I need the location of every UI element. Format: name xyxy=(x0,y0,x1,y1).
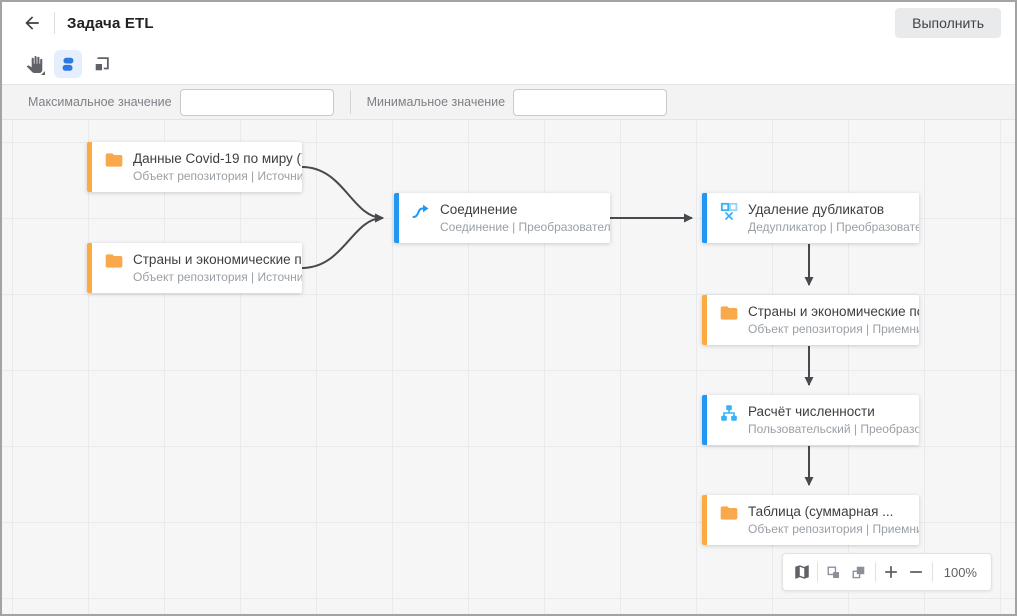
zoom-level[interactable]: 100% xyxy=(943,564,977,580)
node-accent-stripe xyxy=(702,193,707,243)
zoom-control-bar: 100% xyxy=(782,553,992,591)
nodes-icon xyxy=(62,57,74,71)
node-title: Таблица (суммарная ... xyxy=(748,504,894,519)
fit-screen-icon xyxy=(95,57,109,71)
arrow-left-icon xyxy=(25,16,39,30)
canvas-toolbar xyxy=(2,44,1015,84)
join-icon xyxy=(412,204,429,218)
flow-canvas[interactable]: Данные Covid-19 по миру (Yan... Объект р… xyxy=(2,120,1015,614)
minimap-button[interactable] xyxy=(789,558,814,586)
node-source-covid[interactable]: Данные Covid-19 по миру (Yan... Объект р… xyxy=(87,142,302,192)
run-button[interactable]: Выполнить xyxy=(895,8,1001,38)
flip-to-back-icon xyxy=(827,566,840,578)
node-accent-stripe xyxy=(394,193,399,243)
node-subtitle: Объект репозитория | Приемник xyxy=(748,522,919,536)
dropdown-caret-icon xyxy=(41,71,45,75)
node-title: Соединение xyxy=(440,202,518,217)
map-icon xyxy=(794,565,809,579)
node-accent-stripe xyxy=(702,495,707,545)
edge-source2-join xyxy=(301,213,384,269)
filter-divider xyxy=(349,90,351,114)
nodes-select-tool-button[interactable] xyxy=(54,50,82,78)
node-subtitle: Объект репозитория | Источник xyxy=(133,169,302,183)
max-value-spinbox xyxy=(179,88,334,116)
fit-to-screen-button[interactable] xyxy=(88,50,116,78)
node-calc-population[interactable]: Расчёт численности Пользовательский | Пр… xyxy=(702,395,919,445)
node-title: Расчёт численности xyxy=(748,404,875,419)
min-value-input[interactable] xyxy=(514,89,667,115)
node-sink-countries[interactable]: Страны и экономические пок... Объект реп… xyxy=(702,295,919,345)
node-title: Страны и экономические пок... xyxy=(133,252,302,267)
page-title: Задача ETL xyxy=(67,14,154,32)
node-join[interactable]: Соединение Соединение | Преобразователь xyxy=(394,193,610,243)
edge-source1-join xyxy=(301,166,384,223)
back-button[interactable] xyxy=(18,9,46,37)
node-subtitle: Соединение | Преобразователь xyxy=(440,220,610,234)
dedup-icon xyxy=(720,202,738,220)
zoom-bar-divider xyxy=(817,562,819,582)
zoom-bar-divider xyxy=(874,562,876,582)
max-value-input[interactable] xyxy=(180,89,333,115)
node-subtitle: Пользовательский | Преобразова... xyxy=(748,422,919,436)
min-value-spinbox xyxy=(513,88,668,116)
max-value-label: Максимальное значение xyxy=(28,95,172,109)
node-accent-stripe xyxy=(702,295,707,345)
header-divider xyxy=(54,12,55,34)
flip-to-front-icon xyxy=(852,566,865,578)
hand-icon xyxy=(26,55,42,73)
zoom-in-button[interactable] xyxy=(878,558,903,586)
node-subtitle: Объект репозитория | Приемник xyxy=(748,322,919,336)
bring-to-front-button[interactable] xyxy=(846,558,871,586)
pan-tool-button[interactable] xyxy=(20,50,48,78)
send-to-back-button[interactable] xyxy=(821,558,846,586)
minus-icon xyxy=(910,571,923,573)
filter-bar: Максимальное значение Минимальное значен… xyxy=(2,84,1015,120)
node-subtitle: Объект репозитория | Источник xyxy=(133,270,302,284)
node-accent-stripe xyxy=(87,243,92,293)
node-source-countries[interactable]: Страны и экономические пок... Объект реп… xyxy=(87,243,302,293)
node-sink-table[interactable]: Таблица (суммарная ... Объект репозитори… xyxy=(702,495,919,545)
folder-icon xyxy=(720,506,738,520)
node-subtitle: Дедупликатор | Преобразователь xyxy=(748,220,919,234)
hierarchy-icon xyxy=(721,405,737,421)
folder-icon xyxy=(720,306,738,320)
min-value-label: Минимальное значение xyxy=(366,95,506,109)
node-accent-stripe xyxy=(702,395,707,445)
zoom-bar-divider xyxy=(931,562,933,582)
node-title: Удаление дубликатов xyxy=(748,202,884,217)
node-title: Страны и экономические пок... xyxy=(748,304,919,319)
zoom-out-button[interactable] xyxy=(904,558,929,586)
header: Задача ETL Выполнить xyxy=(2,2,1015,44)
node-deduplicate[interactable]: Удаление дубликатов Дедупликатор | Преоб… xyxy=(702,193,919,243)
folder-icon xyxy=(105,254,123,268)
folder-icon xyxy=(105,153,123,167)
node-accent-stripe xyxy=(87,142,92,192)
node-title: Данные Covid-19 по миру (Yan... xyxy=(133,151,302,166)
flow-edges xyxy=(301,166,814,486)
plus-icon xyxy=(885,566,897,578)
